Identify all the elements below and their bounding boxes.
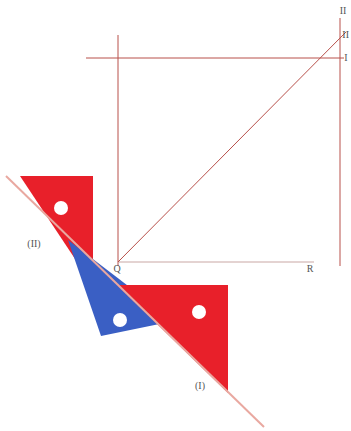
set-square-hole xyxy=(113,313,127,327)
line-label: I xyxy=(344,53,347,63)
straight-edge xyxy=(6,176,264,427)
line-label: (I) xyxy=(195,381,205,391)
vertical-line xyxy=(118,35,119,266)
line-label: II xyxy=(340,6,347,16)
set-square-hole xyxy=(192,305,206,319)
line-label: Q xyxy=(113,264,120,274)
vertical-line xyxy=(340,18,341,266)
diagonal-line xyxy=(118,32,346,262)
line-label: R xyxy=(307,264,314,274)
base-line xyxy=(118,262,314,263)
set-square-hole xyxy=(54,201,68,215)
line-label: II xyxy=(342,30,349,40)
line-label: (II) xyxy=(27,239,40,249)
horizontal-line xyxy=(86,58,344,59)
